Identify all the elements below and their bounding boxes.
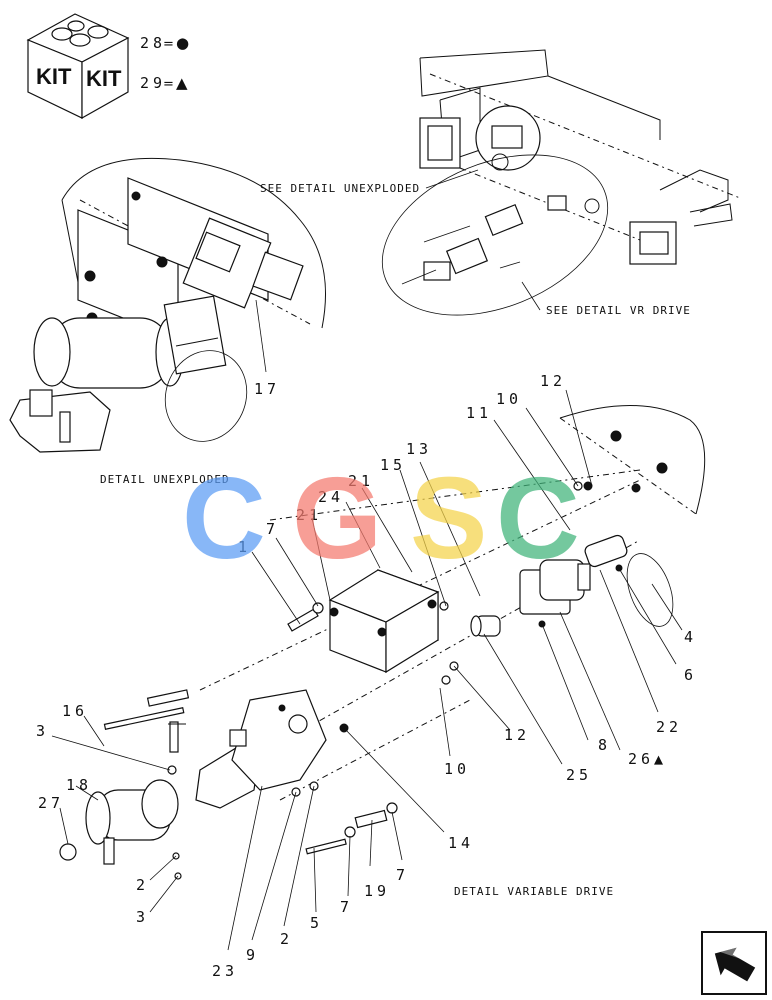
variable-drive-drawing <box>59 405 706 880</box>
callout-10-lower: 10 <box>444 760 470 778</box>
watermark-letter-s: S <box>410 453 487 583</box>
callout-26: 26▲ <box>628 750 667 768</box>
callout-2-bottom: 2 <box>280 930 293 948</box>
detail-unexploded-caption: DETAIL UNEXPLODED <box>100 473 230 486</box>
overview-frame-drawing <box>419 49 741 265</box>
callout-2-left: 2 <box>136 876 149 894</box>
leader-17 <box>255 299 267 373</box>
watermark-letter-c1: C <box>182 453 266 583</box>
callout-9: 9 <box>246 946 259 964</box>
callout-12-lower: 12 <box>504 726 530 744</box>
kit-legend-28-circle-icon: ● <box>176 34 189 52</box>
callout-25: 25 <box>566 766 592 784</box>
variable-drive-leaders <box>51 389 683 951</box>
callout-16: 16 <box>62 702 88 720</box>
kit-label-right: KIT <box>86 66 122 91</box>
callout-18: 18 <box>66 776 92 794</box>
callout-6: 6 <box>684 666 697 684</box>
callout-10-top: 10 <box>496 390 522 408</box>
watermark-letter-c2: C <box>496 453 580 583</box>
detail-variable-drive-caption: DETAIL VARIABLE DRIVE <box>454 885 614 898</box>
kit-legend-29-symbol: = <box>163 77 174 92</box>
callout-1: 1 <box>238 538 251 556</box>
callout-8: 8 <box>598 736 611 754</box>
callout-24: 24 <box>318 488 344 506</box>
kit-legend-28-number: 28 <box>140 34 166 52</box>
see-detail-unexploded-caption: SEE DETAIL UNEXPLODED <box>260 182 420 195</box>
callout-3-top: 3 <box>36 722 49 740</box>
callout-21-left: 21 <box>296 506 322 524</box>
cgsc-watermark: C G S C <box>182 453 580 583</box>
callout-17: 17 <box>254 380 280 398</box>
see-detail-unexploded-leader <box>425 169 479 189</box>
detail-unexploded-drawing <box>9 157 327 453</box>
callout-4: 4 <box>684 628 697 646</box>
see-detail-vr-drive-caption: SEE DETAIL VR DRIVE <box>546 304 691 317</box>
callout-15: 15 <box>380 456 406 474</box>
callout-23: 23 <box>212 962 238 980</box>
kit-label-left: KIT <box>36 64 72 89</box>
callout-11: 11 <box>466 404 492 422</box>
vr-drive-detail-ellipse <box>381 154 609 316</box>
callout-7-bottom: 7 <box>340 898 353 916</box>
kit-legend-29-triangle-icon: ▲ <box>176 74 188 92</box>
callout-13: 13 <box>406 440 432 458</box>
callout-21-top: 21 <box>348 472 374 490</box>
kit-legend-28-symbol: = <box>163 37 174 52</box>
callout-27: 27 <box>38 794 64 812</box>
watermark-letter-g: G <box>292 453 382 583</box>
see-detail-vr-drive-leader <box>521 281 541 311</box>
callout-12-top: 12 <box>540 372 566 390</box>
callout-14: 14 <box>448 834 474 852</box>
callout-7-top: 7 <box>266 520 279 538</box>
callout-3-bottom: 3 <box>136 908 149 926</box>
callout-5: 5 <box>310 914 323 932</box>
next-page-button[interactable] <box>701 931 767 995</box>
callout-19: 19 <box>364 882 390 900</box>
callout-22: 22 <box>656 718 682 736</box>
kit-legend-29-number: 29 <box>140 74 166 92</box>
arrow-icon <box>714 946 759 982</box>
callout-7-right: 7 <box>396 866 409 884</box>
kit-box-icon: KIT KIT <box>26 13 130 120</box>
